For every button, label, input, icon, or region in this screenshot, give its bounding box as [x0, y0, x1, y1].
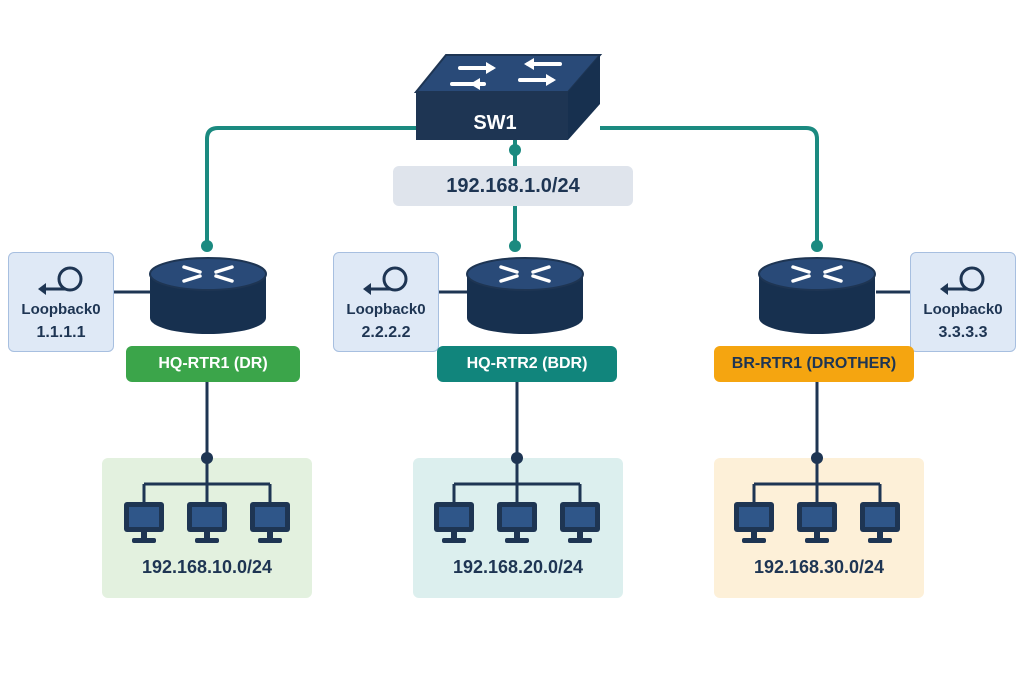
pc-icon — [734, 502, 774, 543]
link-sw1-hq-rtr1 — [205, 126, 416, 246]
lan-tree — [434, 452, 600, 543]
loopback-box-hq-rtr2: Loopback0 2.2.2.2 — [333, 252, 439, 352]
loopback-ip: 2.2.2.2 — [361, 324, 411, 341]
link-endpoint — [509, 144, 521, 156]
router-icon — [149, 257, 267, 334]
lan-tree — [734, 452, 900, 543]
pc-icon — [497, 502, 537, 543]
loopback-icon — [940, 266, 985, 295]
pc-icon — [187, 502, 227, 543]
router-role-badge-br-rtr1: BR-RTR1 (DROTHER) — [714, 346, 914, 382]
shared-subnet-label: 192.168.1.0/24 — [393, 166, 633, 206]
link-endpoint — [811, 240, 823, 252]
link-endpoint — [509, 240, 521, 252]
router-role-badge-hq-rtr1: HQ-RTR1 (DR) — [126, 346, 300, 382]
pc-icon — [434, 502, 474, 543]
lan-tree — [124, 452, 290, 543]
switch-icon — [413, 54, 603, 140]
loopback-name: Loopback0 — [346, 301, 426, 318]
router-icon — [466, 257, 584, 334]
lan-subnet-label: 192.168.30.0/24 — [753, 557, 885, 577]
link-endpoint — [201, 240, 213, 252]
router-icon — [758, 257, 876, 334]
loopback-name: Loopback0 — [21, 301, 101, 318]
pc-icon — [124, 502, 164, 543]
lan-subnet-label: 192.168.10.0/24 — [141, 557, 273, 577]
pc-icon — [560, 502, 600, 543]
router-role-badge-hq-rtr2: HQ-RTR2 (BDR) — [437, 346, 617, 382]
pc-icon — [860, 502, 900, 543]
loopback-name: Loopback0 — [923, 301, 1003, 318]
loopback-ip: 3.3.3.3 — [938, 324, 988, 341]
pc-icon — [250, 502, 290, 543]
loopback-icon — [363, 266, 408, 295]
lan-subnet-label: 192.168.20.0/24 — [452, 557, 584, 577]
loopback-ip: 1.1.1.1 — [36, 324, 86, 341]
loopback-box-br-rtr1: Loopback0 3.3.3.3 — [910, 252, 1016, 352]
pc-icon — [797, 502, 837, 543]
loopback-icon — [38, 266, 83, 295]
switch-label: SW1 — [473, 112, 517, 134]
link-sw1-br-rtr1 — [600, 126, 819, 246]
loopback-box-hq-rtr1: Loopback0 1.1.1.1 — [8, 252, 114, 352]
